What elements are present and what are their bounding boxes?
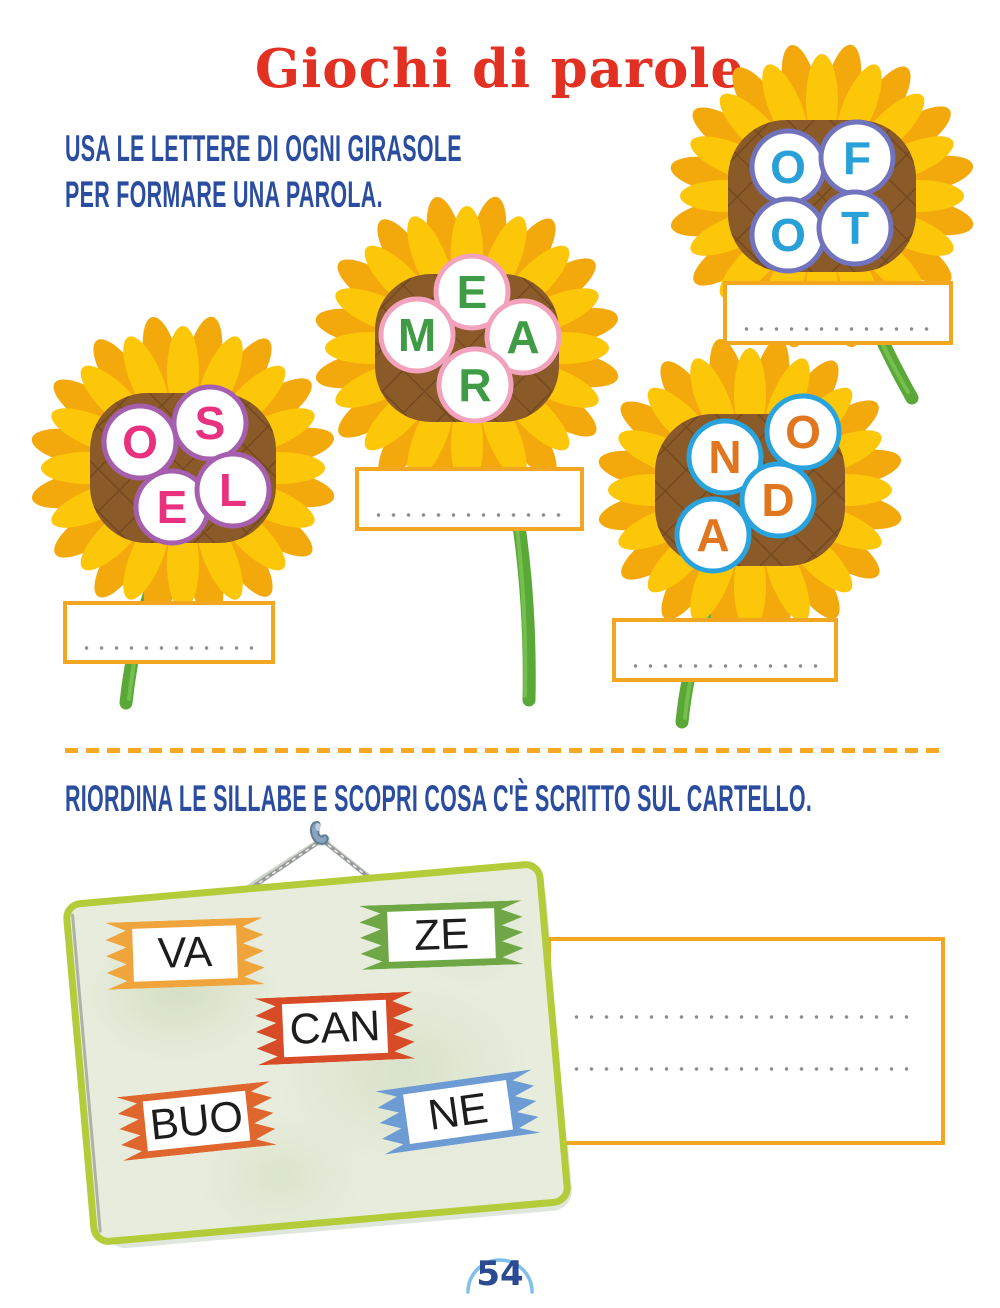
flower-letter: L xyxy=(219,464,247,516)
syllable-ribbon-va: VA xyxy=(105,917,265,989)
letter-circle xyxy=(101,403,179,481)
section-divider xyxy=(65,748,942,753)
flower-letter: F xyxy=(843,132,871,184)
letter-circle xyxy=(484,298,562,376)
writing-line xyxy=(569,1067,913,1071)
answer-box-middle[interactable] xyxy=(355,467,584,531)
letter-circle xyxy=(194,451,272,529)
flower-letter: A xyxy=(696,509,729,561)
syllable-label: BUO xyxy=(143,1091,250,1151)
letter-circle xyxy=(171,384,249,462)
board-edge xyxy=(70,913,102,1233)
hanging-pin-icon xyxy=(309,820,330,846)
writing-line xyxy=(739,327,937,331)
flower-letter: O xyxy=(770,141,806,193)
flower-letter: D xyxy=(761,474,794,526)
page-number: 54 xyxy=(476,1254,523,1294)
flower-letter: N xyxy=(708,431,741,483)
answer-box-left[interactable] xyxy=(63,601,275,664)
flower-letter: O xyxy=(122,416,158,468)
flower-letter: O xyxy=(770,209,806,261)
syllable-ribbon-ze: ZE xyxy=(359,900,524,970)
writing-line xyxy=(569,1015,913,1019)
sunflower-right: N O A D xyxy=(598,338,902,729)
letter-circle xyxy=(378,296,456,374)
flower-letter: O xyxy=(785,406,821,458)
flower-letter: E xyxy=(457,266,488,318)
writing-line xyxy=(79,646,259,650)
writing-line xyxy=(628,664,822,668)
syllable-label: VA xyxy=(132,925,238,982)
instruction-first: USA LE LETTERE DI OGNI GIRASOLE PER FORM… xyxy=(65,126,462,218)
syllable-label: NE xyxy=(403,1080,513,1144)
flower-letter: S xyxy=(195,397,226,449)
flower-letter: R xyxy=(458,359,491,411)
syllable-ribbon-can: CAN xyxy=(255,992,416,1066)
flower-letter: M xyxy=(398,309,436,361)
page-title: Giochi di parole xyxy=(254,38,746,100)
answer-box-right[interactable] xyxy=(612,618,838,682)
flower-letter: E xyxy=(157,481,188,533)
letter-circle xyxy=(764,393,842,471)
sign-answer-box[interactable] xyxy=(547,937,945,1145)
letter-circle xyxy=(686,418,764,496)
letter-circle xyxy=(433,253,511,331)
page-number-badge: 54 xyxy=(466,1254,534,1294)
writing-line xyxy=(371,513,568,517)
syllable-label: CAN xyxy=(282,1000,388,1057)
instruction-first-line1: USA LE LETTERE DI OGNI GIRASOLE xyxy=(65,128,462,169)
syllable-label: ZE xyxy=(387,908,496,962)
sunflower-middle: E M A R xyxy=(315,196,619,707)
instruction-second: RIORDINA LE SILLABE E SCOPRI COSA C'È SC… xyxy=(65,778,813,819)
instruction-first-line2: PER FORMARE UNA PAROLA. xyxy=(65,174,383,215)
sunflower-left: O S E L xyxy=(31,316,335,710)
letter-circle xyxy=(739,461,817,539)
flower-letter: A xyxy=(506,311,539,363)
answer-box-top-right[interactable] xyxy=(723,281,953,345)
letter-circle xyxy=(436,346,514,424)
letter-circle xyxy=(816,189,894,267)
letter-circle xyxy=(674,496,752,574)
flower-letter: T xyxy=(841,202,869,254)
